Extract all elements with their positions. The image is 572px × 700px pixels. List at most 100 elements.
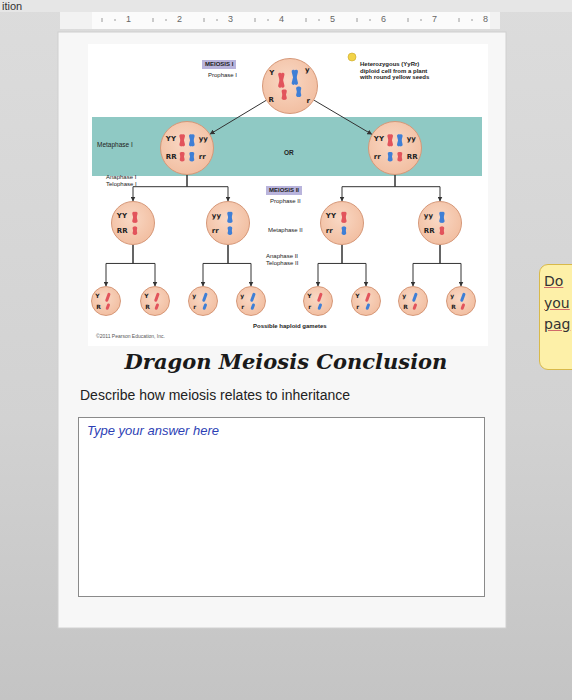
chromatid <box>278 72 285 88</box>
cell-circle: yR <box>398 286 428 316</box>
cell-circle: YyRr <box>262 58 318 114</box>
chromatid <box>189 134 195 147</box>
toolbar-fragment: ition <box>2 0 22 12</box>
chromatid <box>397 134 403 147</box>
worksheet-title: Dragon Meiosis Conclusion <box>0 350 572 373</box>
connector-arrow <box>106 245 133 286</box>
comment-bubble: Do you pag <box>539 264 572 370</box>
cell-circle: yR <box>446 286 476 316</box>
chromatid <box>202 292 208 302</box>
chromatid <box>105 303 110 310</box>
ruler-number: 1 <box>126 15 131 25</box>
chromatid <box>387 152 393 162</box>
connector-arrow <box>203 245 228 286</box>
chromatid <box>341 226 346 235</box>
allele-label: Y <box>269 70 274 77</box>
chromatid <box>387 134 393 147</box>
allele-label: y <box>450 293 454 299</box>
ruler-number: 3 <box>228 15 233 25</box>
page-sheet <box>58 32 506 628</box>
ruler-active <box>92 12 490 29</box>
ruler-number: 6 <box>381 15 386 25</box>
chromatid <box>132 211 138 223</box>
chromatid <box>132 226 137 235</box>
phase-label: Anaphase I Telophase I <box>106 174 148 187</box>
allele-label: Y <box>144 293 148 299</box>
chromatid <box>154 292 160 302</box>
chromatid <box>189 134 195 147</box>
ruler-number: 5 <box>330 15 335 25</box>
allele-label: yy <box>407 136 416 143</box>
allele-label: r <box>308 304 311 310</box>
chromatid <box>296 86 302 97</box>
chromatid <box>189 152 195 162</box>
allele-label: R <box>403 304 408 310</box>
connector-arrow <box>133 175 187 201</box>
chromosome-drawing <box>304 287 332 315</box>
allele-label: YY <box>374 136 384 143</box>
connector-arrow <box>133 245 155 286</box>
connector-arrow <box>210 100 266 134</box>
chromatid <box>341 226 346 235</box>
chromatid <box>439 211 445 223</box>
chromatid <box>291 69 298 85</box>
allele-label: RR <box>407 154 418 161</box>
chromatid <box>132 226 137 235</box>
chromosome-drawing <box>399 287 427 315</box>
chromatid <box>227 211 233 223</box>
chromosome-drawing <box>447 287 475 315</box>
allele-label: y <box>305 67 310 74</box>
allele-label: rr <box>374 154 381 161</box>
phase-label: Prophase II <box>270 198 301 205</box>
chromosome-drawing <box>161 122 213 174</box>
cell-circle: YR <box>140 286 170 316</box>
chromatid <box>341 211 347 223</box>
allele-label: YY <box>326 213 336 220</box>
comment-text: Do you pag <box>544 271 570 336</box>
connector-arrow <box>395 175 440 201</box>
choice-label: OR <box>284 149 294 156</box>
chromatid <box>365 303 370 310</box>
cell-circle: yyRR <box>418 201 462 245</box>
chromatid <box>460 292 466 302</box>
chromosome-drawing <box>321 202 363 244</box>
allele-label: r <box>356 304 359 310</box>
chromatid <box>179 134 185 147</box>
chromatid <box>250 292 256 302</box>
allele-label: Y <box>307 293 311 299</box>
cell-circle: YY yy rr RR <box>368 121 422 175</box>
chromatid <box>397 134 403 147</box>
chromatid <box>317 292 323 302</box>
figure-background <box>88 44 488 346</box>
copyright-note: ©2011 Pearson Education, Inc. <box>96 334 165 340</box>
allele-label: r <box>306 98 309 105</box>
allele-label: y <box>402 293 406 299</box>
allele-label: yy <box>199 136 208 143</box>
chromatid <box>227 211 233 223</box>
chromatid <box>439 211 445 223</box>
connector-arrow <box>440 245 461 286</box>
connector-arrow <box>318 245 342 286</box>
chromosome-drawing <box>237 287 265 315</box>
chromatid <box>412 303 417 310</box>
chromatid <box>397 152 403 162</box>
chromatid <box>179 152 185 162</box>
figure-caption: Possible haploid gametes <box>253 323 327 330</box>
ruler-number: 2 <box>177 15 182 25</box>
chromatid <box>250 303 255 310</box>
chromatid <box>189 152 195 162</box>
connector-arrow <box>342 175 395 201</box>
stage-heading: MEIOSIS I <box>202 60 236 69</box>
chromatid <box>387 152 393 162</box>
chromatid <box>291 69 298 85</box>
allele-label: Y <box>95 293 99 299</box>
chromatid <box>365 292 371 302</box>
allele-label: RR <box>166 154 177 161</box>
allele-label: RR <box>117 228 128 235</box>
cell-circle: yyrr <box>206 201 250 245</box>
chromatid <box>278 72 285 88</box>
allele-label: y <box>240 293 244 299</box>
connector-arrow <box>342 245 366 286</box>
allele-label: y <box>192 293 196 299</box>
chromosome-drawing <box>112 202 154 244</box>
